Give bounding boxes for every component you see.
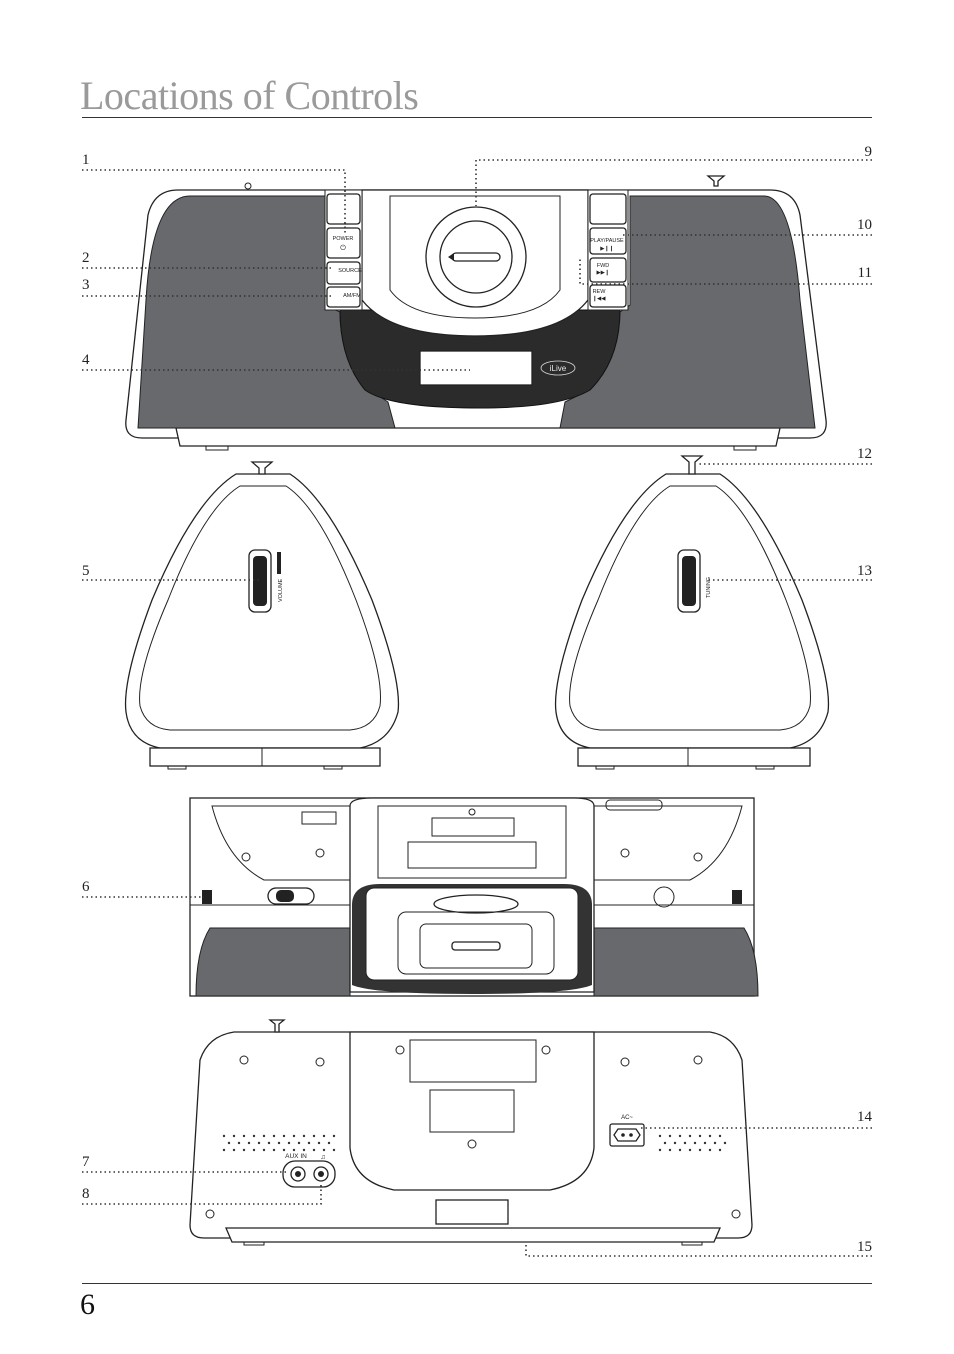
title-rule xyxy=(82,117,872,118)
brand-logo: iLive xyxy=(550,364,567,373)
callout-1: 1 xyxy=(82,152,90,168)
aux-in-label: AUX IN xyxy=(285,1153,307,1160)
callout-6: 6 xyxy=(82,879,90,895)
callout-15: 15 xyxy=(857,1239,872,1255)
callout-8: 8 xyxy=(82,1186,90,1202)
leader-lines xyxy=(82,159,872,1257)
page-number: 6 xyxy=(80,1288,95,1321)
callout-10: 10 xyxy=(857,217,872,233)
play-pause-label: PLAY/PAUSE xyxy=(590,238,624,244)
rew-label: REW xyxy=(593,289,607,295)
callout-4: 4 xyxy=(82,352,90,368)
callout-3: 3 xyxy=(82,277,90,293)
rew-icon: ❙◀◀ xyxy=(592,295,606,302)
front-view: POWER ⏻ SOURCE AM/FM PLAY/PAUSE ▶❙❙ FWD … xyxy=(125,175,827,451)
page-title: Locations of Controls xyxy=(80,73,419,118)
callout-12: 12 xyxy=(857,446,872,462)
tuning-label: TUNING xyxy=(706,577,712,598)
callout-14: 14 xyxy=(857,1109,873,1125)
play-pause-icon: ▶❙❙ xyxy=(600,245,613,252)
back-view: AUX IN ♫ AC~ xyxy=(189,1019,753,1246)
footer-rule xyxy=(82,1283,872,1284)
fwd-icon: ▶▶❙ xyxy=(596,269,609,276)
ac-input-label: AC~ xyxy=(621,1115,633,1121)
callout-9: 9 xyxy=(865,144,873,160)
callout-7: 7 xyxy=(82,1154,90,1170)
fwd-label: FWD xyxy=(597,263,610,269)
headphone-icon: ♫ xyxy=(320,1154,325,1161)
back-vent-left xyxy=(222,1134,336,1152)
power-label: POWER xyxy=(333,236,354,242)
source-label: SOURCE xyxy=(338,268,362,274)
volume-label: VOLUME xyxy=(278,578,284,602)
callout-13: 13 xyxy=(857,563,872,579)
callout-11: 11 xyxy=(858,265,872,281)
right-side-view: TUNING xyxy=(554,455,830,770)
callout-numbers: 1 2 3 4 5 6 7 8 9 10 11 12 13 14 15 xyxy=(82,144,873,1255)
back-vent-right xyxy=(658,1134,727,1152)
callout-5: 5 xyxy=(82,563,90,579)
am-fm-label: AM/FM xyxy=(343,293,361,299)
callout-2: 2 xyxy=(82,250,90,266)
top-view xyxy=(189,797,759,997)
power-icon: ⏻ xyxy=(340,244,346,252)
left-side-view: VOLUME xyxy=(124,461,400,770)
